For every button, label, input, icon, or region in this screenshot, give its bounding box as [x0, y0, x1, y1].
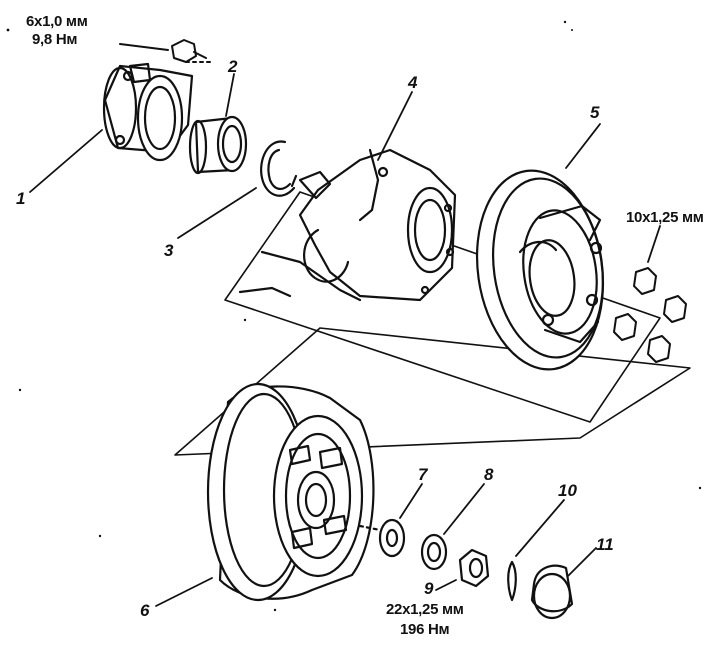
leader-5: [565, 123, 601, 169]
leader-4: [377, 91, 413, 161]
hub-housing-part: [102, 62, 194, 162]
backing-plate-part: [475, 169, 605, 371]
bearing-part: [188, 115, 248, 175]
leader-right-nuts: [647, 225, 661, 263]
mounting-nuts-part: [613, 267, 687, 363]
scan-specks: [6, 20, 702, 612]
callout-2: 2: [228, 57, 238, 76]
cotter-pin-part: [507, 560, 517, 602]
leader-10: [515, 499, 565, 557]
leader-1: [29, 129, 103, 193]
callout-4: 4: [408, 73, 418, 92]
leader-3: [177, 187, 257, 239]
bolt-leader: [119, 43, 169, 51]
leader-2: [225, 73, 235, 117]
hub-nut-torque-label: 196 Нм: [400, 621, 450, 638]
callout-6: 6: [140, 601, 150, 620]
callout-8: 8: [484, 465, 494, 484]
bolt-torque-label: 9,8 Нм: [32, 31, 78, 48]
bolt-size-label: 6x1,0 мм: [26, 13, 88, 30]
callout-10: 10: [558, 481, 577, 500]
leader-7: [399, 483, 423, 519]
callout-1: 1: [16, 189, 26, 208]
mounting-bolt-part: [171, 39, 207, 63]
hub-nut-size-label: 22x1,25 мм: [386, 601, 464, 618]
leader-11: [567, 547, 597, 577]
leader-lines: [29, 73, 661, 607]
leader-6: [155, 577, 213, 607]
hub-nut-part: [458, 548, 490, 588]
axle-bracket-part: [238, 148, 457, 302]
callout-7: 7: [418, 465, 428, 484]
leader-9: [435, 579, 457, 591]
callout-5: 5: [590, 103, 600, 122]
callout-11: 11: [596, 535, 614, 554]
brake-drum-part: [206, 382, 375, 602]
washer-part: [358, 518, 406, 558]
callout-3: 3: [164, 241, 174, 260]
callout-9: 9: [424, 579, 434, 598]
thrust-washer-part: [420, 533, 448, 571]
leader-8: [443, 483, 485, 535]
snap-ring-part: [260, 140, 298, 197]
dust-cap-part: [530, 564, 574, 620]
nut-size-right-label: 10x1,25 мм: [626, 209, 704, 226]
